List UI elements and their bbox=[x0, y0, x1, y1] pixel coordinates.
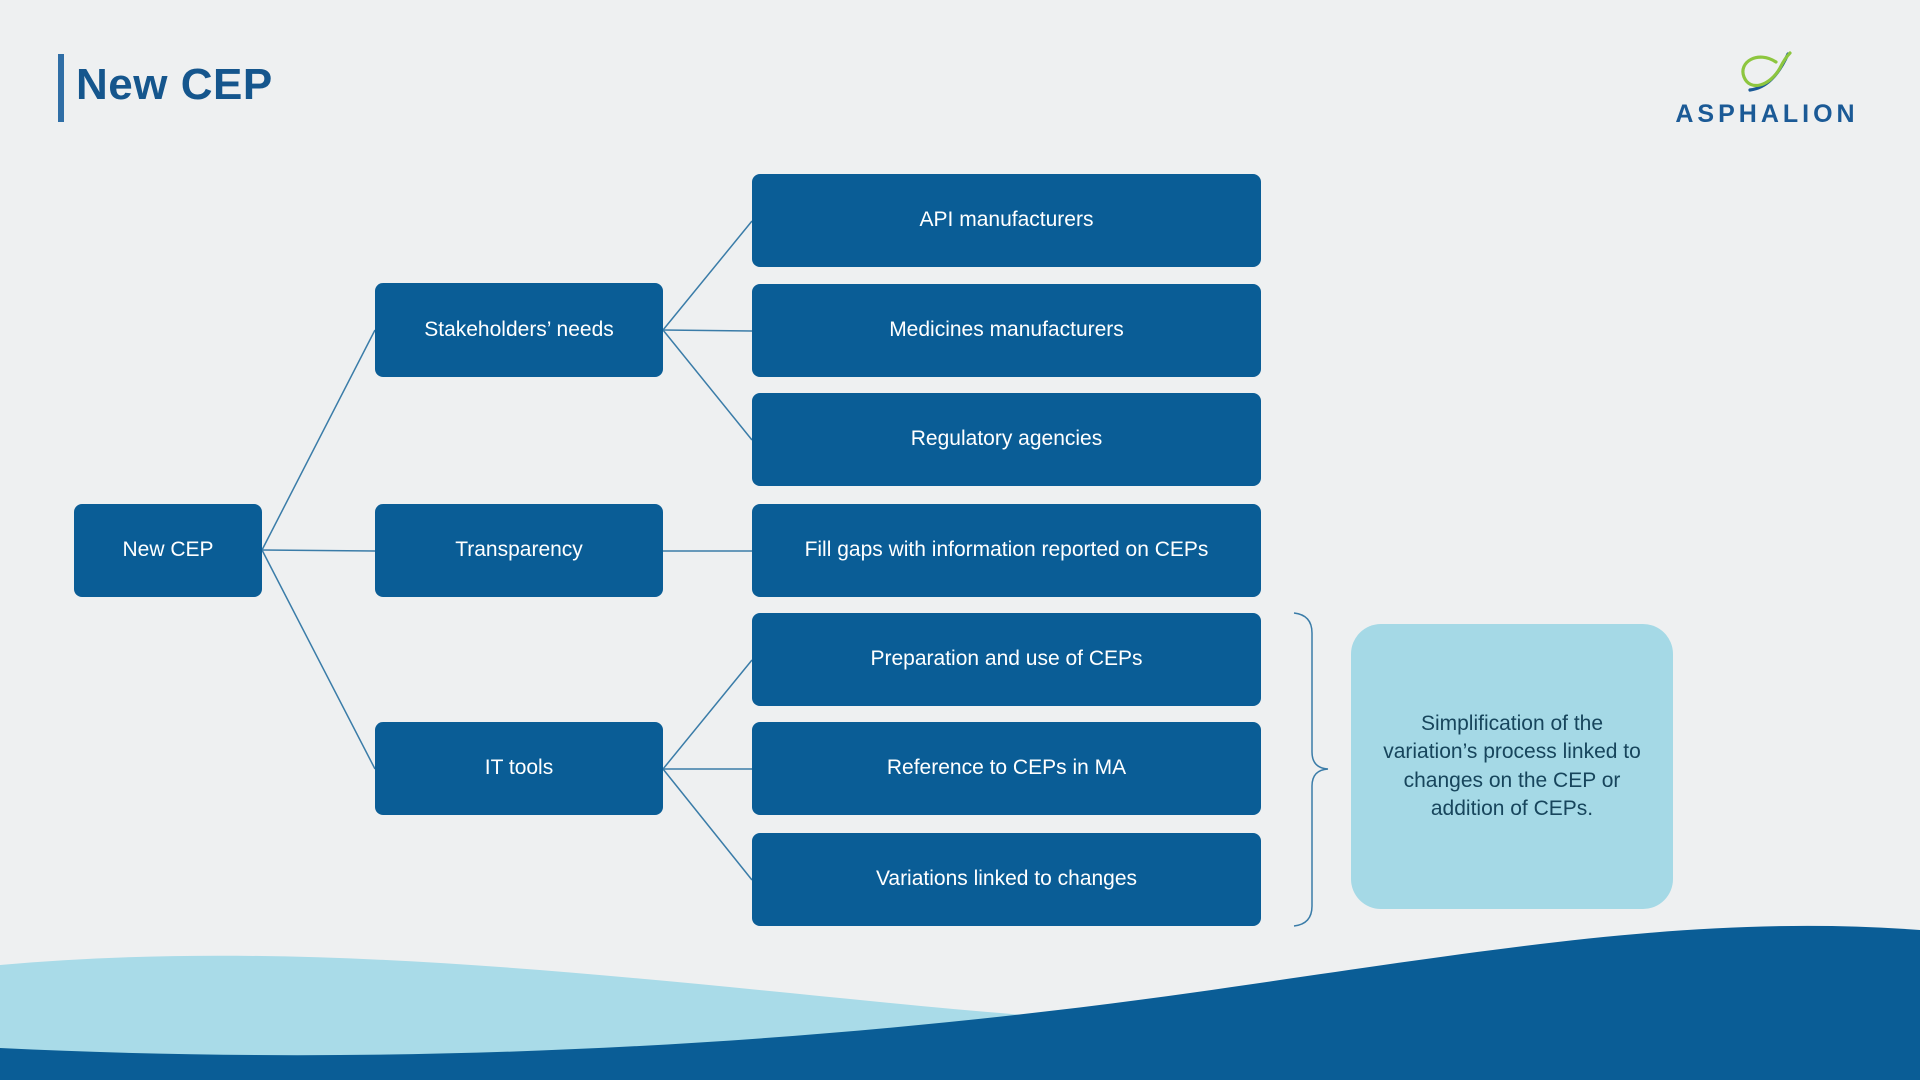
page-title: New CEP bbox=[76, 60, 273, 109]
asphalion-logo: ASPHALION bbox=[1662, 50, 1872, 129]
asphalion-logo-text: ASPHALION bbox=[1675, 100, 1859, 128]
node-root-new-cep: New CEP bbox=[74, 504, 262, 597]
node-medicines-manufacturers: Medicines manufacturers bbox=[752, 284, 1261, 377]
node-it-tools: IT tools bbox=[375, 722, 663, 815]
node-regulatory-agencies: Regulatory agencies bbox=[752, 393, 1261, 486]
node-fill-gaps: Fill gaps with information reported on C… bbox=[752, 504, 1261, 597]
node-preparation-use-ceps: Preparation and use of CEPs bbox=[752, 613, 1261, 706]
node-reference-ceps-ma: Reference to CEPs in MA bbox=[752, 722, 1261, 815]
node-api-manufacturers: API manufacturers bbox=[752, 174, 1261, 267]
node-transparency: Transparency bbox=[375, 504, 663, 597]
title-accent-bar bbox=[58, 54, 64, 122]
wave-dark bbox=[0, 925, 1920, 1080]
node-variations-linked-changes: Variations linked to changes bbox=[752, 833, 1261, 926]
node-stakeholders-needs: Stakeholders’ needs bbox=[375, 283, 663, 377]
curly-bracket bbox=[1293, 612, 1329, 927]
asphalion-logo-icon bbox=[1741, 51, 1792, 92]
wave-light bbox=[0, 955, 1560, 1080]
callout-simplification: Simplification of the variation’s proces… bbox=[1351, 624, 1673, 909]
